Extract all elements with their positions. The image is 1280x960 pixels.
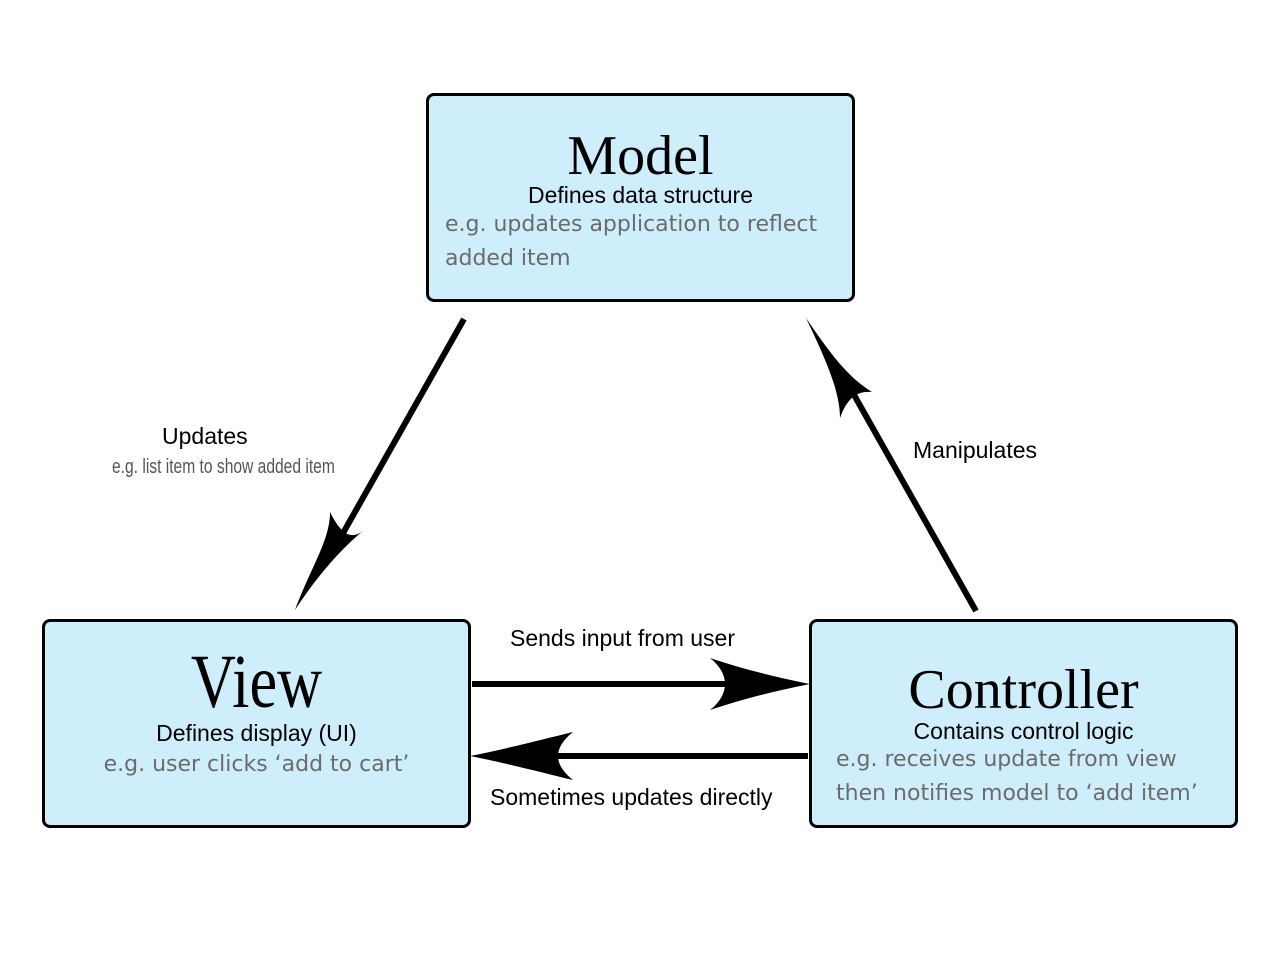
arrow-manipulates <box>806 318 979 613</box>
sometimes-updates-label: Sometimes updates directly <box>490 784 773 810</box>
view-example: e.g. user clicks ‘add to cart’ <box>103 752 410 777</box>
model-subtitle: Defines data structure <box>527 182 753 208</box>
arrow-sometimes-updates <box>470 732 808 780</box>
updates-example: e.g. list item to show added item <box>112 456 335 478</box>
model-title: Model <box>567 125 714 187</box>
updates-label: Updates <box>162 423 248 449</box>
controller-title: Controller <box>908 659 1139 721</box>
controller-subtitle: Contains control logic <box>913 718 1134 744</box>
model-example: e.g. updates application to reflect adde… <box>445 212 818 271</box>
view-subtitle: Defines display (UI) <box>156 720 357 746</box>
controller-box: Controller Contains control logic e.g. r… <box>809 619 1238 828</box>
model-box: Model Defines data structure e.g. update… <box>426 93 855 302</box>
controller-example: e.g. receives update from view then noti… <box>836 747 1198 806</box>
sends-input-label: Sends input from user <box>510 625 736 651</box>
view-box: View Defines display (UI) e.g. user clic… <box>42 619 471 828</box>
manipulates-label: Manipulates <box>913 437 1038 463</box>
arrow-updates <box>295 317 467 610</box>
arrow-sends-input <box>472 658 810 710</box>
view-title: View <box>190 640 323 724</box>
